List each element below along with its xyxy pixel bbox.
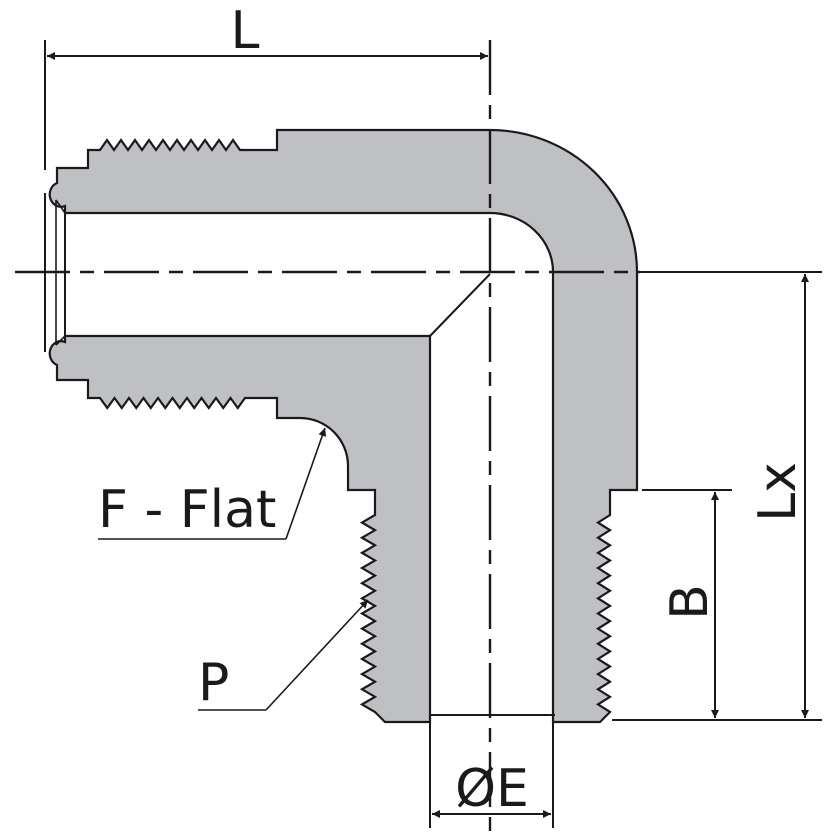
dimension-Lx: Lx xyxy=(612,271,822,721)
dimension-E: ØE xyxy=(429,722,554,828)
callout-P: P xyxy=(198,599,369,713)
fitting-lower-left-wall xyxy=(48,334,432,724)
label-Lx: Lx xyxy=(748,462,808,522)
label-E: ØE xyxy=(455,759,529,819)
callout-F-flat: F - Flat xyxy=(98,427,327,540)
label-P: P xyxy=(198,653,229,713)
label-L: L xyxy=(231,1,260,61)
dimension-B: B xyxy=(642,489,732,718)
dimension-L: L xyxy=(44,1,488,170)
fitting-upper-right-wall xyxy=(48,128,639,724)
label-F-flat: F - Flat xyxy=(98,480,276,540)
drill-cone-line xyxy=(429,273,491,337)
label-B: B xyxy=(660,584,720,620)
